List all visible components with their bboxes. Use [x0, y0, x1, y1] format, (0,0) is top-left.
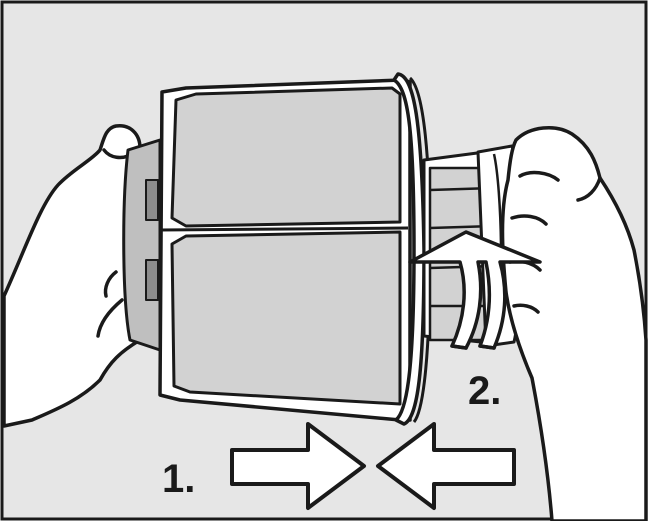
rotate-arrow-icon [408, 230, 542, 350]
filter-flange [392, 72, 426, 426]
push-together-arrows-icon [230, 422, 516, 510]
step-2-label: 2. [468, 369, 501, 413]
left-hand [2, 124, 152, 428]
step-1-label: 1. [162, 457, 195, 501]
push-arrow-left [376, 422, 516, 510]
filter-mesh-upper [170, 86, 402, 228]
push-arrow-right [230, 422, 366, 510]
filter-left-rim [122, 138, 162, 352]
filter-mesh-lower [170, 230, 402, 406]
